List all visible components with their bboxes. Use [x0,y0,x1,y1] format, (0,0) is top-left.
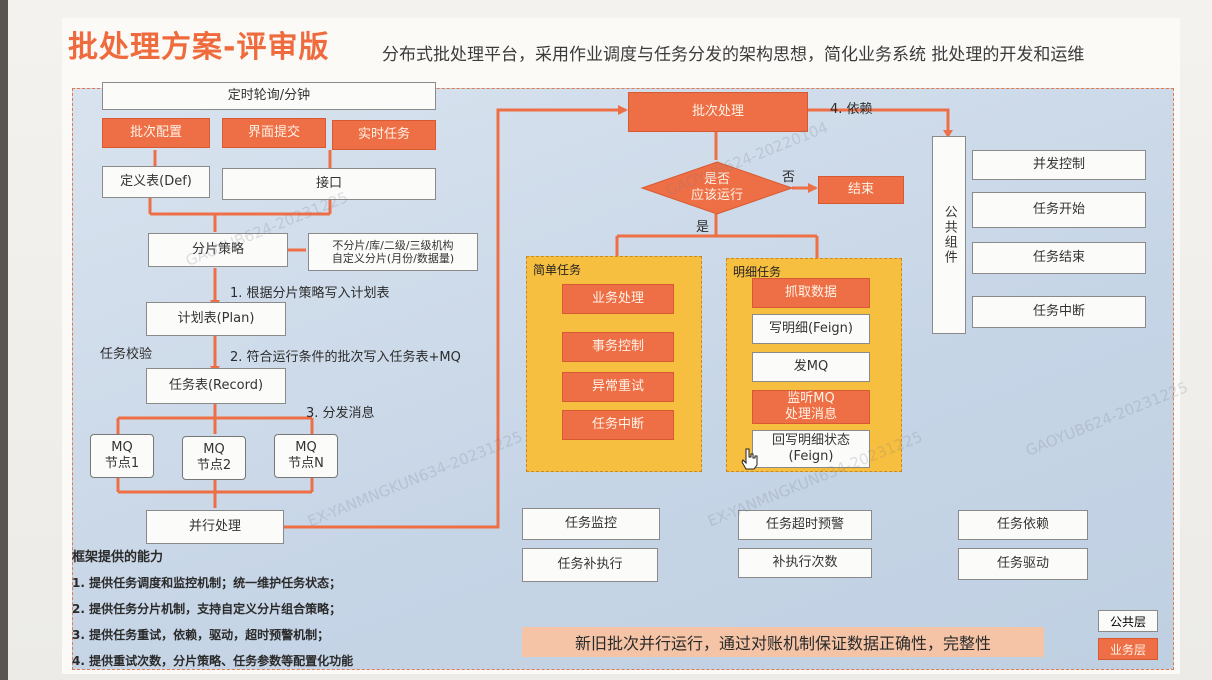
retry-count-box: 补执行次数 [738,548,872,578]
simple-item-3: 异常重试 [562,372,674,402]
detail-item-5: 回写明细状态 (Feign) [752,430,870,468]
depend-label: 4. 依赖 [830,102,873,117]
step2-label: 2. 符合运行条件的批次写入任务表+MQ [230,350,461,365]
no-label: 否 [782,170,796,185]
ui-submit-box: 界面提交 [222,118,326,148]
record-table-box: 任务表(Record) [146,368,286,404]
simple-task-title: 简单任务 [533,263,582,277]
task-driver-box: 任务驱动 [958,548,1088,580]
capability-item-3: 3. 提供任务重试，依赖，驱动，超时预警机制； [72,628,330,642]
plan-table-box: 计划表(Plan) [146,302,286,336]
detail-item-3: 发MQ [752,352,870,382]
detail-item-1: 抓取数据 [752,278,870,308]
common-component-box: 公共组件 [932,136,966,334]
task-depend-box: 任务依赖 [958,510,1088,540]
mq-node-1: MQ 节点1 [90,434,154,478]
bottom-banner: 新旧批次并行运行，通过对账机制保证数据正确性，完整性 [522,627,1044,657]
detail-item-4: 监听MQ 处理消息 [752,390,870,424]
simple-item-4: 任务中断 [562,410,674,440]
simple-item-1: 业务处理 [562,284,674,314]
right-item-2: 任务开始 [972,192,1146,228]
capabilities-section: 框架提供的能力 1. 提供任务调度和监控机制；统一维护任务状态； 2. 提供任务… [72,546,452,678]
detail-task-title: 明细任务 [733,265,782,279]
right-item-1: 并发控制 [972,150,1146,180]
capability-item-1: 1. 提供任务调度和监控机制；统一维护任务状态； [72,576,342,590]
legend-common: 公共层 [1098,610,1158,632]
task-retry-exec-box: 任务补执行 [522,548,658,582]
shard-strategy-box: 分片策略 [148,233,288,267]
batch-config-box: 批次配置 [102,118,210,148]
yes-label: 是 [696,220,710,235]
mq-node-n: MQ 节点N [274,434,338,478]
simple-item-2: 事务控制 [562,332,674,362]
decision-diamond [640,161,794,215]
timeout-alert-box: 任务超时预警 [738,510,872,540]
page-subtitle: 分布式批处理平台，采用作业调度与任务分发的架构思想，简化业务系统 批处理的开发和… [382,45,1085,65]
interface-box: 接口 [222,168,436,200]
task-monitor-box: 任务监控 [522,508,660,540]
mq-node-2: MQ 节点2 [182,436,246,480]
def-table-box: 定义表(Def) [102,166,210,198]
detail-item-2: 写明细(Feign) [752,314,870,344]
timer-box: 定时轮询/分钟 [102,82,436,110]
page-title: 批处理方案-评审版 [68,30,330,65]
step3-label: 3. 分发消息 [306,406,375,421]
batch-process-box: 批次处理 [628,92,808,132]
end-box: 结束 [818,176,904,204]
realtime-task-box: 实时任务 [332,120,436,150]
legend-business: 业务层 [1098,638,1158,660]
right-item-4: 任务中断 [972,296,1146,328]
capabilities-heading: 框架提供的能力 [72,550,164,565]
hand-cursor-icon [741,448,758,470]
step1-label: 1. 根据分片策略写入计划表 [230,286,390,301]
shard-note-box: 不分片/库/二级/三级机构 自定义分片(月份/数据量) [308,233,478,271]
capability-item-2: 2. 提供任务分片机制，支持自定义分片组合策略； [72,602,342,616]
capability-item-4: 4. 提供重试次数，分片策略、任务参数等配置化功能 [72,654,354,668]
parallel-process-box: 并行处理 [146,510,284,544]
decision-label: 是否 应该运行 [690,172,743,203]
task-check-label: 任务校验 [100,347,153,362]
right-item-3: 任务结束 [972,242,1146,274]
